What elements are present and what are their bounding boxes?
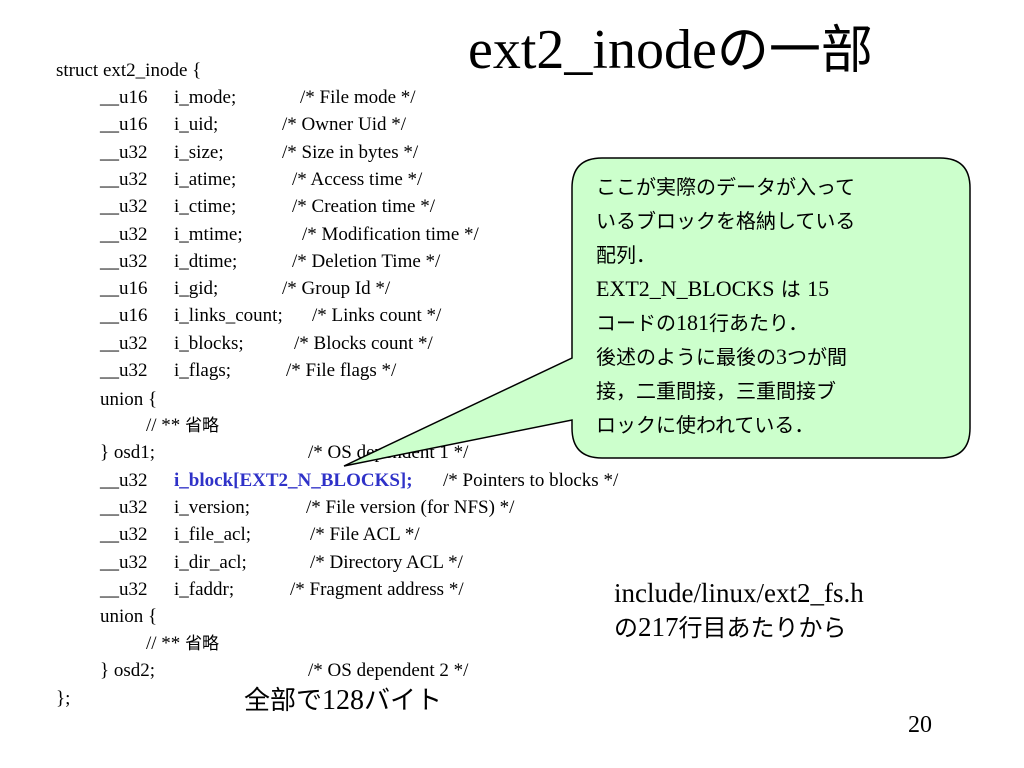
field-name: i_flags; xyxy=(174,360,231,381)
title-jp: の一部 xyxy=(716,21,873,81)
callout-line-3: 配列． xyxy=(596,243,656,267)
field-name: i_file_acl; xyxy=(174,524,252,545)
field-type: __u16 xyxy=(100,87,148,108)
field-type: __u32 xyxy=(100,360,148,381)
field-type: __u32 xyxy=(100,552,148,573)
field-type: __u32 xyxy=(100,579,148,600)
field-type: __u32 xyxy=(100,251,148,272)
source-no: の xyxy=(614,614,638,642)
osd1-name: } osd1; xyxy=(100,442,156,463)
callout-num-15: 15 xyxy=(807,276,830,301)
source-suffix: 行目あたりから xyxy=(678,614,847,642)
field-comment: /* Blocks count */ xyxy=(294,333,433,354)
page-number: 20 xyxy=(908,712,932,738)
field-comment: /* File ACL */ xyxy=(310,524,420,545)
struct-close: }; xyxy=(56,688,71,709)
field-type: __u16 xyxy=(100,278,148,299)
osd2-comment: /* OS dependent 2 */ xyxy=(308,660,469,681)
field-name: i_links_count; xyxy=(174,305,283,326)
field-name: i_size; xyxy=(174,142,224,163)
callout-shape xyxy=(343,157,971,467)
field-comment: /* Access time */ xyxy=(292,169,423,190)
source-line-number: 217 xyxy=(638,612,679,642)
callout-line-5: コードの181行あたり． xyxy=(596,306,956,340)
union2-comment: // ** 省略 xyxy=(146,633,219,655)
field-name: i_dir_acl; xyxy=(174,552,247,573)
field-comment: /* Directory ACL */ xyxy=(310,552,463,573)
callout-bubble xyxy=(343,157,971,467)
total-prefix: 全部で xyxy=(244,686,323,716)
field-comment: /* Size in bytes */ xyxy=(282,142,419,163)
callout-line-8: ロックに使われている． xyxy=(596,413,815,437)
field-comment: /* Fragment address */ xyxy=(290,579,464,600)
union1-comment: // ** 省略 xyxy=(146,415,219,437)
field-type: __u32 xyxy=(100,333,148,354)
slide-title: ext2_inodeの一部 xyxy=(468,22,873,78)
callout-num-3: 3 xyxy=(776,344,787,369)
field-comment: /* Group Id */ xyxy=(282,278,391,299)
callout-line-6: 後述のように最後の3つが間 xyxy=(596,340,956,374)
union2-comment-prefix: // ** xyxy=(146,633,181,654)
field-name: i_blocks; xyxy=(174,333,244,354)
field-comment: /* File version (for NFS) */ xyxy=(306,497,515,518)
union1-comment-jp: 省略 xyxy=(185,416,220,436)
field-type: __u16 xyxy=(100,114,148,135)
field-type: __u16 xyxy=(100,305,148,326)
field-name: i_version; xyxy=(174,497,250,518)
block-comment: /* Pointers to blocks */ xyxy=(443,470,619,491)
field-comment: /* Links count */ xyxy=(312,305,442,326)
total-bytes: 128 xyxy=(322,685,365,716)
callout-line-7: 接，二重間接，三重間接ブ xyxy=(596,379,836,403)
field-name: i_gid; xyxy=(174,278,219,299)
field-type: __u32 xyxy=(100,142,148,163)
callout-kojutsu: 後述のように最後の xyxy=(596,345,776,369)
field-name: i_faddr; xyxy=(174,579,235,600)
field-name: i_mtime; xyxy=(174,224,243,245)
field-comment: /* Modification time */ xyxy=(302,224,479,245)
field-type: __u32 xyxy=(100,169,148,190)
field-comment: /* Creation time */ xyxy=(292,196,436,217)
source-reference: include/linux/ext2_fs.h の217行目あたりから xyxy=(614,576,864,645)
block-name: i_block[EXT2_N_BLOCKS]; xyxy=(174,470,413,491)
total-unit: バイト xyxy=(364,686,443,716)
callout-num-181: 181 xyxy=(676,310,709,335)
field-comment: /* Owner Uid */ xyxy=(282,114,407,135)
struct-open: struct ext2_inode { xyxy=(56,60,202,81)
field-comment: /* File mode */ xyxy=(300,87,416,108)
field-type: __u32 xyxy=(100,196,148,217)
callout-line-2: いるブロックを格納している xyxy=(596,209,856,233)
union1-comment-prefix: // ** xyxy=(146,415,181,436)
field-comment: /* Deletion Time */ xyxy=(292,251,441,272)
callout-line-atari: 行あたり． xyxy=(709,311,809,335)
field-type: __u32 xyxy=(100,497,148,518)
source-line: の217行目あたりから xyxy=(614,610,864,645)
field-type: __u32 xyxy=(100,224,148,245)
field-name: i_ctime; xyxy=(174,196,237,217)
callout-line-4: EXT2_N_BLOCKS は 15 xyxy=(596,272,956,306)
field-comment: /* File flags */ xyxy=(286,360,397,381)
field-name: i_uid; xyxy=(174,114,219,135)
title-latin: ext2_inode xyxy=(468,19,717,81)
callout-line-1: ここが実際のデータが入って xyxy=(596,175,855,199)
field-name: i_mode; xyxy=(174,87,237,108)
callout-text: ここが実際のデータが入って いるブロックを格納している 配列． EXT2_N_B… xyxy=(596,170,956,442)
callout-const: EXT2_N_BLOCKS xyxy=(596,276,775,301)
union2-open: union { xyxy=(100,606,158,627)
source-path: include/linux/ext2_fs.h xyxy=(614,578,864,608)
callout-tsuga: つが間 xyxy=(787,345,847,369)
field-name: i_atime; xyxy=(174,169,237,190)
block-type: __u32 xyxy=(100,470,148,491)
callout-wa: は xyxy=(774,277,808,301)
union2-comment-jp: 省略 xyxy=(185,634,220,654)
osd2-name: } osd2; xyxy=(100,660,156,681)
callout-code-no: コードの xyxy=(596,311,676,335)
field-name: i_dtime; xyxy=(174,251,238,272)
union1-open: union { xyxy=(100,389,158,410)
field-type: __u32 xyxy=(100,524,148,545)
total-size: 全部で128バイト xyxy=(244,680,442,717)
